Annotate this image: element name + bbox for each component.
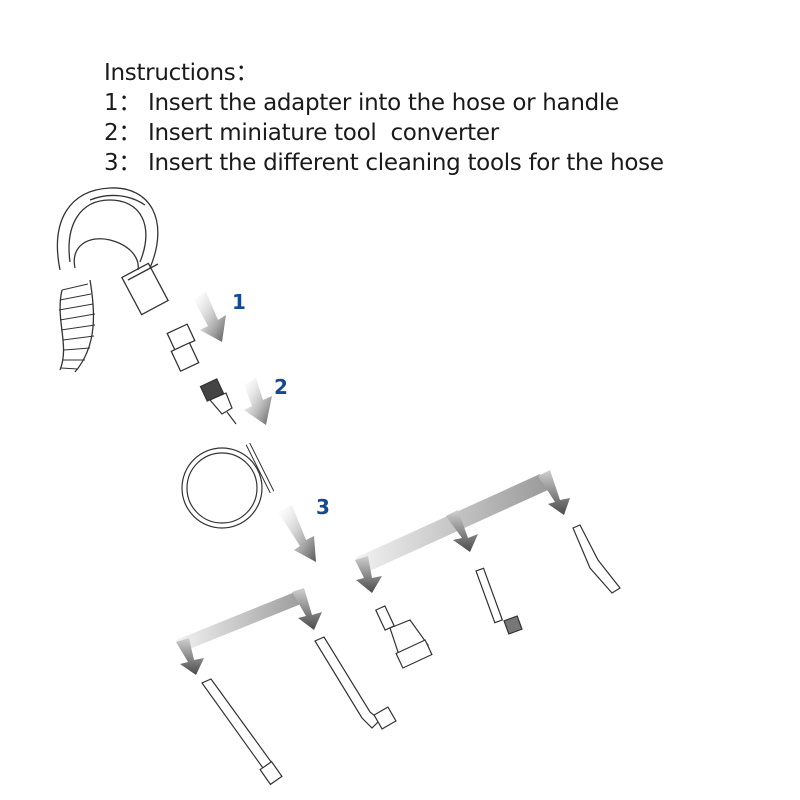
- instructions-title: Instructions：: [104, 60, 259, 86]
- arrow-step-2-icon: [244, 378, 272, 425]
- step-1-label: 1: [232, 290, 246, 314]
- bent-extension-wand-icon: [314, 636, 397, 730]
- instruction-step-2: 2： Insert miniature tool converter: [104, 120, 499, 146]
- dusting-brush-icon: [475, 567, 523, 635]
- lower-distribution-arrows-icon: [176, 588, 322, 675]
- step-2-label: 2: [274, 375, 288, 399]
- adapter-icon: [166, 323, 200, 373]
- step-3-label: 3: [316, 495, 330, 519]
- instruction-step-1: 1： Insert the adapter into the hose or h…: [104, 90, 619, 116]
- round-brush-icon: [375, 605, 433, 669]
- instruction-step-3: 3： Insert the different cleaning tools f…: [104, 150, 664, 176]
- crevice-tool-icon: [572, 524, 621, 594]
- coiled-mini-hose-icon: [181, 442, 275, 529]
- vacuum-handle-icon: [56, 187, 169, 373]
- straight-extension-wand-icon: [201, 678, 283, 786]
- arrow-step-1-icon: [194, 292, 226, 342]
- instructions-block: Instructions： 1： Insert the adapter into…: [104, 58, 664, 178]
- upper-distribution-arrows-icon: [355, 470, 570, 593]
- arrow-step-3-icon: [278, 505, 316, 562]
- miniature-tool-converter-icon: [199, 378, 237, 425]
